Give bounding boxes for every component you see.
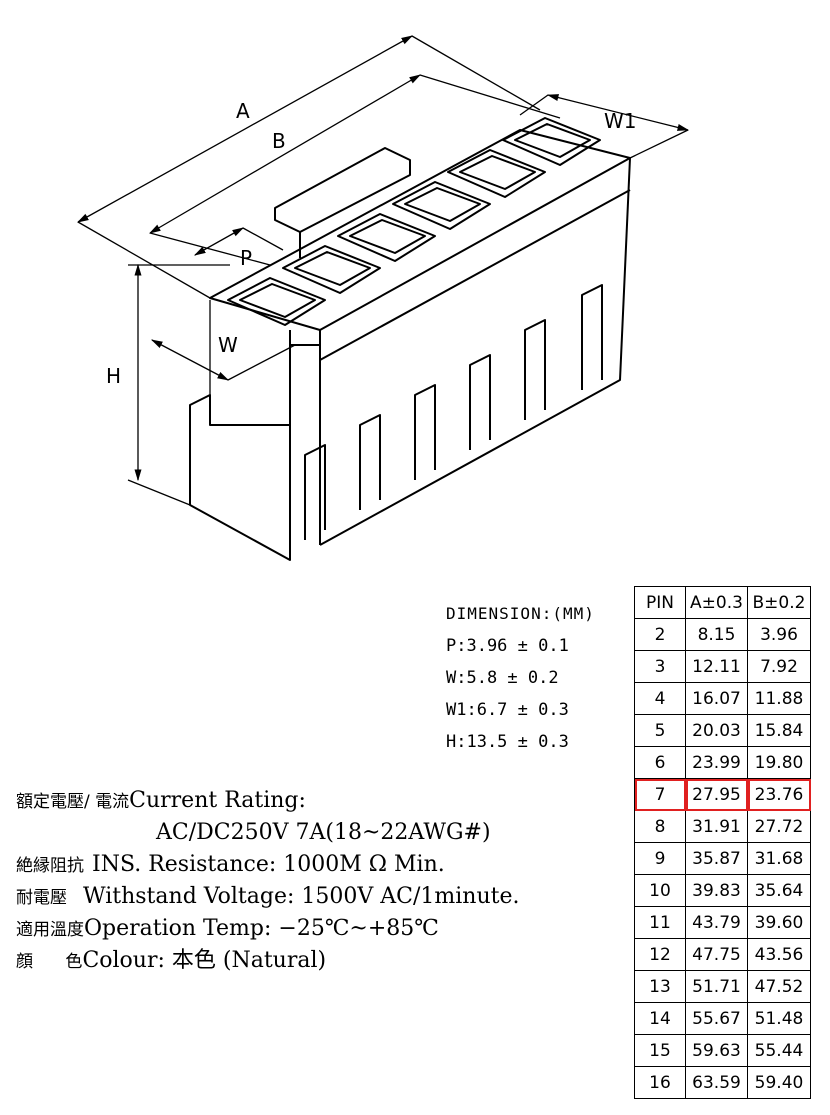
dimension-w1: W1:6.7 ± 0.3 bbox=[446, 700, 569, 720]
dim-label-w1: W1 bbox=[604, 109, 637, 133]
cell-a: 12.11 bbox=[685, 650, 748, 683]
spec-ins-cjk: 絶縁阻抗 bbox=[16, 856, 84, 876]
cell-pin: 12 bbox=[634, 938, 686, 971]
cell-a: 55.67 bbox=[685, 1002, 748, 1035]
dim-label-b: B bbox=[272, 129, 286, 153]
spec-current-value: AC/DC250V 7A(18~22AWG#) bbox=[156, 820, 491, 845]
cell-a: 16.07 bbox=[685, 682, 748, 715]
cell-pin: 10 bbox=[634, 874, 686, 907]
dim-label-p: P bbox=[240, 246, 252, 270]
spec-operation-temp: 適用溫度Operation Temp: −25℃~+85℃ bbox=[16, 913, 519, 945]
cell-b: 51.48 bbox=[747, 1002, 811, 1035]
cell-b: 31.68 bbox=[747, 842, 811, 875]
cell-a: 31.91 bbox=[685, 810, 748, 843]
dimension-title: DIMENSION:(MM) bbox=[446, 604, 595, 623]
spec-current-rating: 額定電壓/ 電流Current Rating: bbox=[16, 785, 519, 817]
cell-a: 51.71 bbox=[685, 970, 748, 1003]
cell-b: 35.64 bbox=[747, 874, 811, 907]
dimension-lines bbox=[76, 35, 690, 506]
cell-b: 11.88 bbox=[747, 682, 811, 715]
spec-insulation: 絶縁阻抗 INS. Resistance: 1000M Ω Min. bbox=[16, 849, 519, 881]
spec-ins-text: INS. Resistance: 1000M Ω Min. bbox=[92, 852, 445, 877]
dimension-list: DIMENSION:(MM) P:3.96 ± 0.1 W:5.8 ± 0.2 … bbox=[446, 598, 595, 758]
connector-drawing: A B P W W1 H bbox=[76, 35, 690, 561]
cell-pin: 2 bbox=[634, 618, 686, 651]
spec-voltage-cjk: 耐電壓 bbox=[16, 888, 67, 908]
cell-a: 43.79 bbox=[685, 906, 748, 939]
cell-pin: 16 bbox=[634, 1066, 686, 1099]
cell-b: 27.72 bbox=[747, 810, 811, 843]
cell-b: 7.92 bbox=[747, 650, 811, 683]
cell-b: 59.40 bbox=[747, 1066, 811, 1099]
connector-body bbox=[189, 117, 631, 561]
spec-colour: 顔 色Colour: 本色 (Natural) bbox=[16, 945, 519, 977]
cell-pin: 11 bbox=[634, 906, 686, 939]
spec-colour-text: Colour: 本色 (Natural) bbox=[82, 948, 327, 973]
cell-b: 19.80 bbox=[747, 746, 811, 779]
table-header-row: PIN A±0.3 B±0.2 bbox=[634, 586, 811, 619]
cell-b: 43.56 bbox=[747, 938, 811, 971]
cell-a: 47.75 bbox=[685, 938, 748, 971]
header-pin: PIN bbox=[634, 586, 686, 619]
cell-pin: 15 bbox=[634, 1034, 686, 1067]
cell-b: 15.84 bbox=[747, 714, 811, 747]
spec-colour-cjk: 顔 色 bbox=[16, 952, 83, 972]
cell-pin: 13 bbox=[634, 970, 686, 1003]
cell-pin: 6 bbox=[634, 746, 686, 779]
dim-label-a: A bbox=[236, 99, 250, 123]
cell-a: 20.03 bbox=[685, 714, 748, 747]
header-b: B±0.2 bbox=[747, 586, 811, 619]
spec-temp-cjk: 適用溫度 bbox=[16, 920, 84, 940]
cell-b: 47.52 bbox=[747, 970, 811, 1003]
cell-pin: 7 bbox=[634, 778, 686, 811]
dim-label-h: H bbox=[106, 364, 121, 388]
dim-label-w: W bbox=[218, 333, 238, 357]
dimension-h: H:13.5 ± 0.3 bbox=[446, 732, 569, 752]
cell-a: 39.83 bbox=[685, 874, 748, 907]
cell-a: 35.87 bbox=[685, 842, 748, 875]
cell-a: 23.99 bbox=[685, 746, 748, 779]
spec-current-label: Current Rating: bbox=[129, 788, 306, 813]
spec-current-cjk: 額定電壓/ 電流 bbox=[16, 792, 130, 812]
cell-b: 55.44 bbox=[747, 1034, 811, 1067]
cell-b: 23.76 bbox=[747, 778, 811, 811]
dimension-p: P:3.96 ± 0.1 bbox=[446, 636, 569, 656]
spec-temp-text: Operation Temp: −25℃~+85℃ bbox=[84, 916, 439, 941]
cell-a: 8.15 bbox=[685, 618, 748, 651]
cell-pin: 5 bbox=[634, 714, 686, 747]
cell-pin: 14 bbox=[634, 1002, 686, 1035]
spec-withstand-voltage: 耐電壓 Withstand Voltage: 1500V AC/1minute. bbox=[16, 881, 519, 913]
cell-pin: 8 bbox=[634, 810, 686, 843]
cell-b: 39.60 bbox=[747, 906, 811, 939]
cell-pin: 9 bbox=[634, 842, 686, 875]
dimension-w: W:5.8 ± 0.2 bbox=[446, 668, 559, 688]
cell-a: 63.59 bbox=[685, 1066, 748, 1099]
cell-pin: 4 bbox=[634, 682, 686, 715]
spec-voltage-text: Withstand Voltage: 1500V AC/1minute. bbox=[83, 884, 520, 909]
specifications: 額定電壓/ 電流Current Rating: AC/DC250V 7A(18~… bbox=[16, 785, 519, 977]
cell-pin: 3 bbox=[634, 650, 686, 683]
cell-a: 59.63 bbox=[685, 1034, 748, 1067]
header-a: A±0.3 bbox=[685, 586, 748, 619]
cell-b: 3.96 bbox=[747, 618, 811, 651]
cell-a: 27.95 bbox=[685, 778, 748, 811]
